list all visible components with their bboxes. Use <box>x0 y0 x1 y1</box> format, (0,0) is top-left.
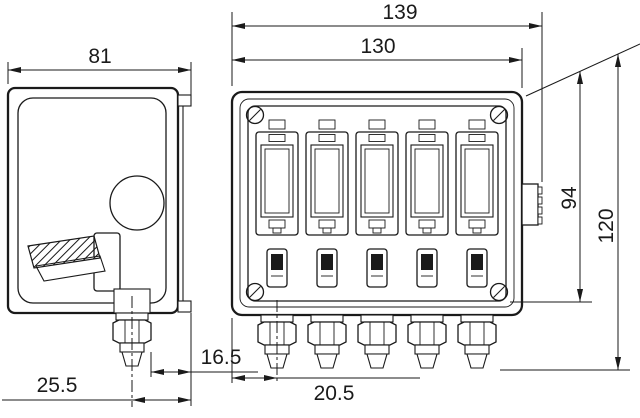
module-window-2 <box>305 131 349 236</box>
front-inner-panel <box>247 105 507 302</box>
dim-label-81: 81 <box>88 45 111 68</box>
dimension-94: 94 <box>510 71 592 303</box>
mounting-lever <box>27 235 101 269</box>
switch-lever-1 <box>266 248 288 288</box>
dimension-139: 139 <box>231 1 543 182</box>
rail-tab-bottom <box>177 300 192 313</box>
corner-screw-top-left <box>245 105 265 125</box>
side-view <box>6 86 192 407</box>
switch-lever-4 <box>416 248 438 288</box>
module-window-4 <box>405 131 449 236</box>
side-connector <box>521 183 543 226</box>
dim-label-16-5: 16.5 <box>201 346 242 369</box>
rail-tab-top <box>177 94 192 107</box>
front-view <box>230 90 543 369</box>
dim-label-20-5: 20.5 <box>314 382 355 405</box>
dim-label-130: 130 <box>360 35 395 58</box>
corner-screw-top-right <box>489 105 509 125</box>
front-inner-seam <box>239 98 515 308</box>
corner-screw-bottom-right <box>489 282 509 302</box>
side-enclosure-outline <box>6 86 180 315</box>
cable-gland-3 <box>357 314 397 369</box>
module-clip <box>318 119 336 130</box>
cable-gland-4 <box>407 314 447 369</box>
module-window-1 <box>255 131 299 236</box>
lid-seam <box>17 97 167 304</box>
cable-gland-2 <box>307 314 347 369</box>
dim-label-139: 139 <box>382 1 417 24</box>
module-clip <box>418 119 436 130</box>
module-window-3 <box>355 131 399 236</box>
dim-label-94: 94 <box>558 186 581 210</box>
knockout-circle <box>109 175 165 231</box>
module-window-5 <box>455 131 499 236</box>
module-clip <box>268 119 286 130</box>
cable-gland-5 <box>457 314 497 369</box>
dimension-16-5: 16.5 <box>150 313 258 406</box>
dimension-81: 81 <box>7 45 192 95</box>
oblique-extension-line <box>525 43 640 97</box>
switch-lever-2 <box>316 248 338 288</box>
switch-lever-5 <box>466 248 488 288</box>
module-clip <box>468 119 486 130</box>
dimension-120: 120 <box>500 54 630 371</box>
corner-screw-bottom-left <box>245 282 265 302</box>
module-clip <box>368 119 386 130</box>
dim-label-120: 120 <box>595 208 618 243</box>
dimension-20-5: 20.5 <box>231 300 420 405</box>
dimension-130: 130 <box>232 35 523 88</box>
switch-lever-3 <box>366 248 388 288</box>
dim-label-25-5: 25.5 <box>37 374 78 397</box>
dimension-25-5: 25.5 <box>2 374 191 404</box>
